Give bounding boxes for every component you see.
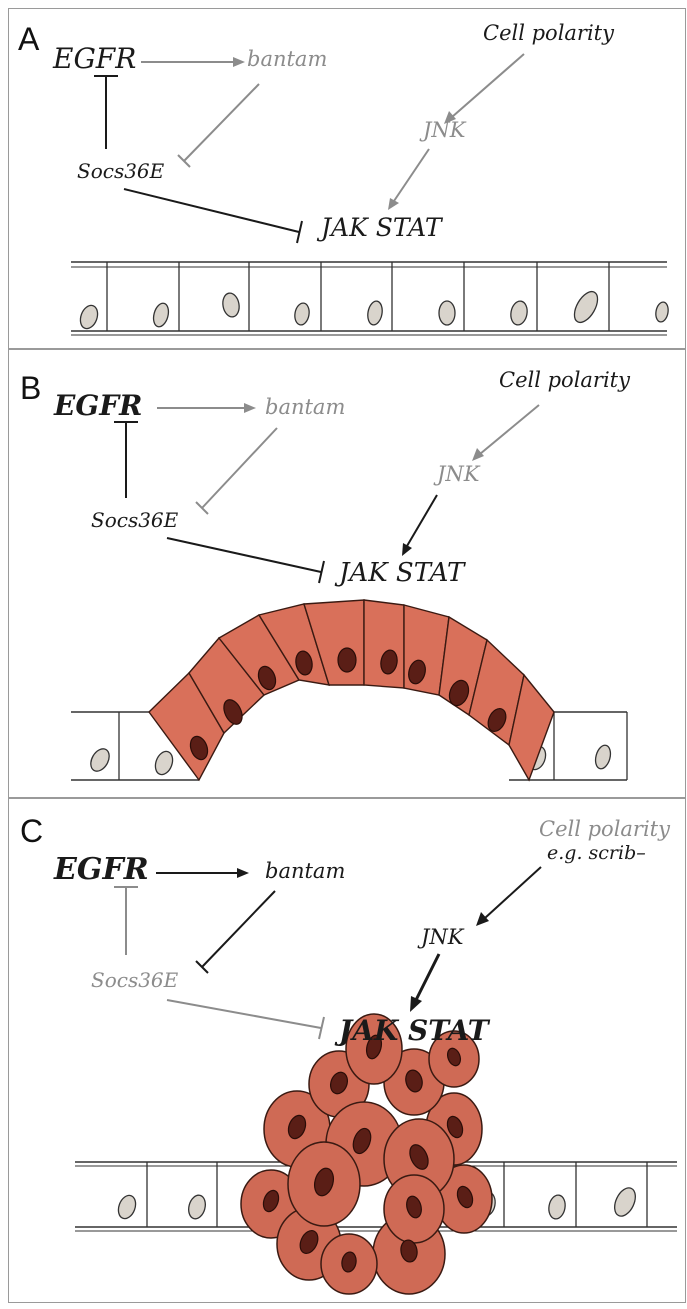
panel-b: B EGFR bantam Cell polarity JNK Socs36E … — [8, 349, 686, 798]
edge-socs-inhibits-jak — [124, 189, 302, 243]
edge-bantam-inhibits-socs — [196, 428, 277, 514]
node-scrib: e.g. scrib– — [547, 844, 646, 863]
node-cell-polarity: Cell polarity — [539, 819, 670, 840]
node-bantam: bantam — [265, 397, 345, 418]
panel-letter: A — [18, 23, 39, 55]
node-socs36e: Socs36E — [77, 161, 164, 181]
edge-socs-inhibits-egfr — [94, 76, 118, 149]
tumor-mass — [241, 1014, 492, 1294]
node-jnk: JNK — [421, 927, 463, 948]
node-jak-stat: JAK STAT — [339, 560, 464, 586]
node-egfr: EGFR — [54, 855, 149, 885]
epithelium-flat — [75, 962, 677, 1231]
node-socs36e: Socs36E — [91, 970, 178, 990]
panel-letter: C — [20, 815, 43, 847]
node-bantam: bantam — [247, 49, 327, 70]
panel-a: A EGFR bantam Cell polarity JNK Socs36E … — [8, 8, 686, 349]
edge-socs-inhibits-jak — [167, 1000, 324, 1039]
edge-socs-inhibits-egfr — [114, 887, 138, 955]
node-jnk: JNK — [423, 120, 465, 141]
node-jnk: JNK — [437, 464, 479, 485]
cells-transformed-arch — [149, 600, 554, 780]
panel-letter: B — [20, 372, 41, 404]
panel-c: C EGFR bantam Cell polarity e.g. scrib– … — [8, 798, 686, 1303]
node-egfr: EGFR — [53, 45, 136, 73]
edge-jnk-to-jak — [388, 149, 429, 210]
node-egfr: EGFR — [54, 392, 142, 420]
node-jak-stat: JAK STAT — [339, 1017, 489, 1045]
node-jak-stat: JAK STAT — [321, 215, 442, 240]
node-bantam: bantam — [265, 861, 345, 882]
edge-egfr-to-bantam — [141, 57, 245, 67]
edge-cellpolarity-to-jnk — [472, 405, 539, 461]
edge-bantam-inhibits-socs — [196, 891, 275, 973]
edge-bantam-inhibits-socs — [178, 84, 259, 167]
edge-socs-inhibits-egfr — [114, 422, 138, 498]
edge-cellpolarity-to-jnk — [476, 867, 541, 926]
node-cell-polarity: Cell polarity — [483, 23, 614, 44]
edge-egfr-to-bantam — [157, 403, 256, 413]
nuclei-normal — [77, 288, 669, 331]
edge-jnk-to-jak — [410, 954, 439, 1012]
node-cell-polarity: Cell polarity — [499, 370, 630, 391]
nuclei-normal — [115, 1185, 639, 1221]
edge-cellpolarity-to-jnk — [444, 54, 524, 124]
node-socs36e: Socs36E — [91, 510, 178, 530]
edge-jnk-to-jak — [402, 495, 437, 556]
edge-socs-inhibits-jak — [167, 538, 324, 583]
edge-egfr-to-bantam — [156, 868, 249, 878]
